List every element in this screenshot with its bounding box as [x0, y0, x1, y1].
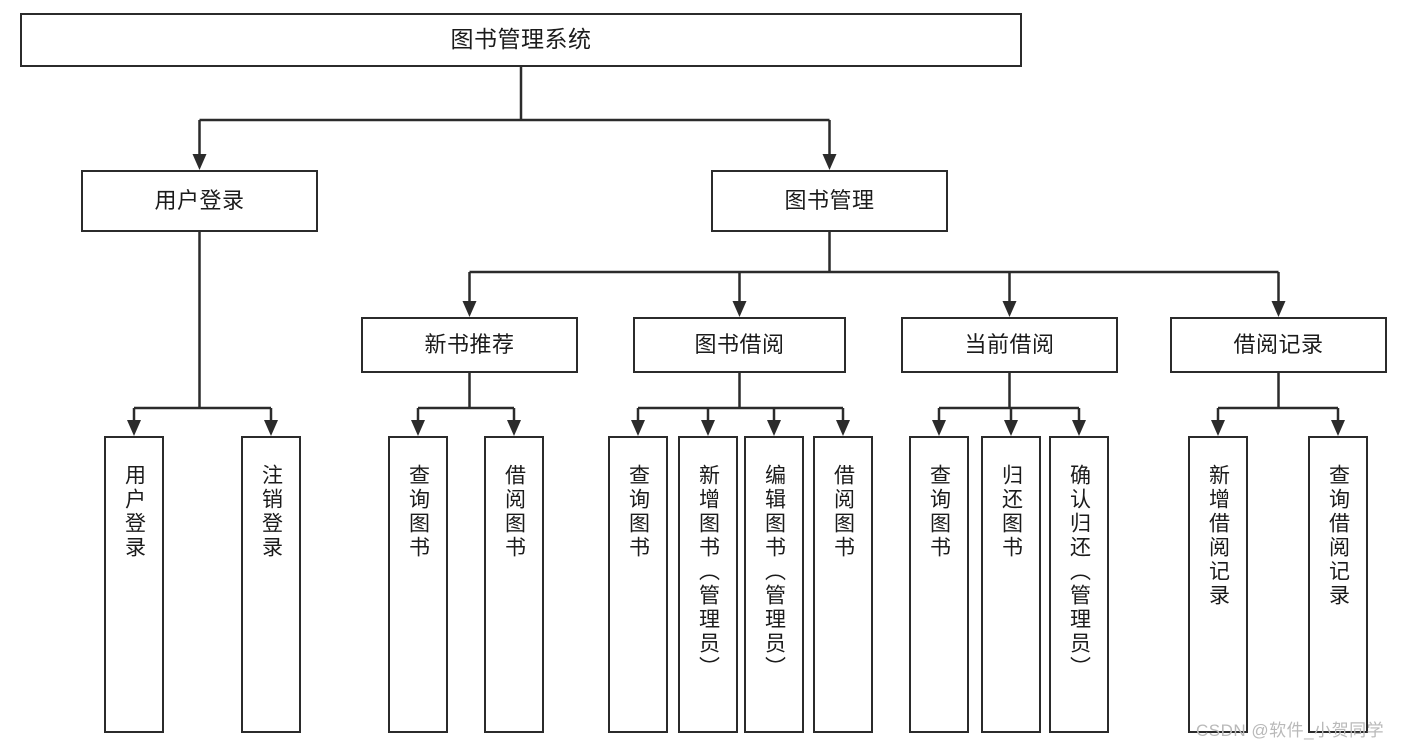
node-label: 当前借阅 — [964, 331, 1055, 357]
node-leaf-logout[interactable]: 注销登录 — [241, 436, 301, 733]
node-label: 新增图书（管理员） — [696, 464, 720, 680]
node-label: 用户登录 — [122, 464, 146, 560]
arrowhead-icon — [462, 301, 477, 317]
arrowhead-icon — [1004, 420, 1018, 436]
arrowhead-icon — [192, 154, 207, 170]
node-label: 归还图书 — [999, 464, 1023, 560]
node-leaf-edit-book[interactable]: 编辑图书（管理员） — [744, 436, 804, 733]
node-label: 新书推荐 — [424, 331, 515, 357]
arrowhead-icon — [1072, 420, 1086, 436]
node-label: 图书借阅 — [694, 331, 785, 357]
node-label: 借阅记录 — [1233, 331, 1324, 357]
arrowhead-icon — [822, 154, 837, 170]
node-label: 借阅图书 — [502, 464, 526, 560]
node-label: 图书管理系统 — [450, 26, 592, 53]
node-label: 用户登录 — [154, 187, 245, 213]
arrowhead-icon — [1002, 301, 1017, 317]
node-book-borrow[interactable]: 图书借阅 — [633, 317, 846, 373]
arrowhead-icon — [411, 420, 425, 436]
edge-group — [127, 67, 1345, 436]
node-leaf-return-book[interactable]: 归还图书 — [981, 436, 1041, 733]
node-book-manage[interactable]: 图书管理 — [711, 170, 948, 232]
node-leaf-borrow-book-rec[interactable]: 借阅图书 — [484, 436, 544, 733]
arrowhead-icon — [127, 420, 141, 436]
arrowhead-icon — [1331, 420, 1345, 436]
arrowhead-icon — [932, 420, 946, 436]
node-leaf-user-login[interactable]: 用户登录 — [104, 436, 164, 733]
node-new-book-rec[interactable]: 新书推荐 — [361, 317, 578, 373]
node-leaf-query-book-b[interactable]: 查询图书 — [608, 436, 668, 733]
node-leaf-query-book-rec[interactable]: 查询图书 — [388, 436, 448, 733]
node-label: 图书管理 — [784, 187, 875, 213]
watermark-text: CSDN @软件_小贺同学 — [1196, 721, 1385, 740]
arrowhead-icon — [732, 301, 747, 317]
node-label: 查询图书 — [626, 464, 650, 560]
node-label: 查询图书 — [406, 464, 430, 560]
arrowhead-icon — [1271, 301, 1286, 317]
node-leaf-confirm-return[interactable]: 确认归还（管理员） — [1049, 436, 1109, 733]
arrowhead-icon — [264, 420, 278, 436]
node-label: 查询借阅记录 — [1326, 464, 1350, 608]
node-label: 借阅图书 — [831, 464, 855, 560]
node-current-borrow[interactable]: 当前借阅 — [901, 317, 1118, 373]
arrowhead-icon — [507, 420, 521, 436]
node-label: 新增借阅记录 — [1206, 464, 1230, 608]
node-user-login[interactable]: 用户登录 — [81, 170, 318, 232]
arrowhead-icon — [701, 420, 715, 436]
node-root[interactable]: 图书管理系统 — [20, 13, 1022, 67]
node-leaf-query-book-c[interactable]: 查询图书 — [909, 436, 969, 733]
node-leaf-add-record[interactable]: 新增借阅记录 — [1188, 436, 1248, 733]
node-label: 注销登录 — [259, 464, 283, 560]
arrowhead-icon — [1211, 420, 1225, 436]
node-label: 编辑图书（管理员） — [762, 464, 786, 680]
arrowhead-icon — [836, 420, 850, 436]
node-borrow-record[interactable]: 借阅记录 — [1170, 317, 1387, 373]
node-label: 查询图书 — [927, 464, 951, 560]
node-leaf-borrow-book-b[interactable]: 借阅图书 — [813, 436, 873, 733]
arrowhead-icon — [631, 420, 645, 436]
node-leaf-add-book[interactable]: 新增图书（管理员） — [678, 436, 738, 733]
node-leaf-query-record[interactable]: 查询借阅记录 — [1308, 436, 1368, 733]
node-label: 确认归还（管理员） — [1067, 464, 1091, 680]
arrowhead-icon — [767, 420, 781, 436]
